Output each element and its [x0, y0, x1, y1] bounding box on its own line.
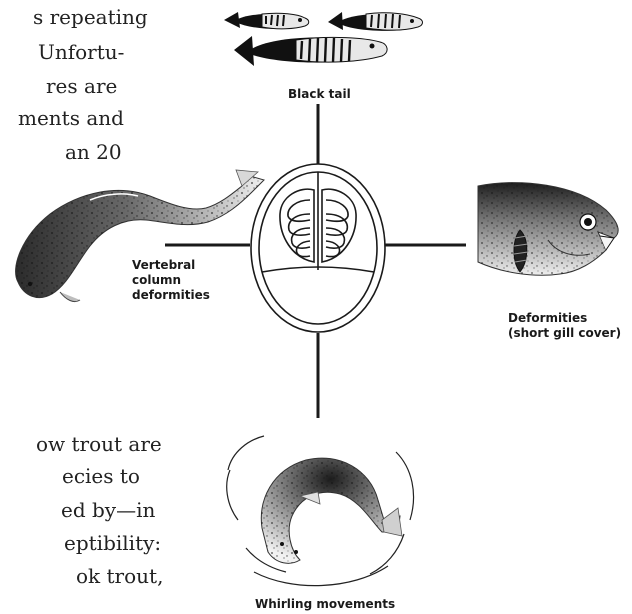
caption-gill-line-2: (short gill cover)	[508, 326, 621, 341]
caption-gill-cover-deformities: Deformities (short gill cover)	[508, 311, 621, 341]
caption-vertebral-deformities: Vertebral column deformities	[132, 258, 210, 303]
caption-vertebral-line-1: Vertebral	[132, 258, 210, 273]
caption-whirling-movements: Whirling movements	[255, 597, 395, 612]
fish-head-icon	[478, 183, 618, 276]
whirling-fish-icon	[227, 436, 414, 586]
caption-vertebral-line-3: deformities	[132, 288, 210, 303]
caption-gill-line-1: Deformities	[508, 311, 621, 326]
black-tail-fish-icon	[224, 12, 423, 66]
myxobolus-spore-icon	[251, 164, 385, 332]
caption-black-tail: Black tail	[288, 87, 351, 102]
caption-vertebral-line-2: column	[132, 273, 210, 288]
